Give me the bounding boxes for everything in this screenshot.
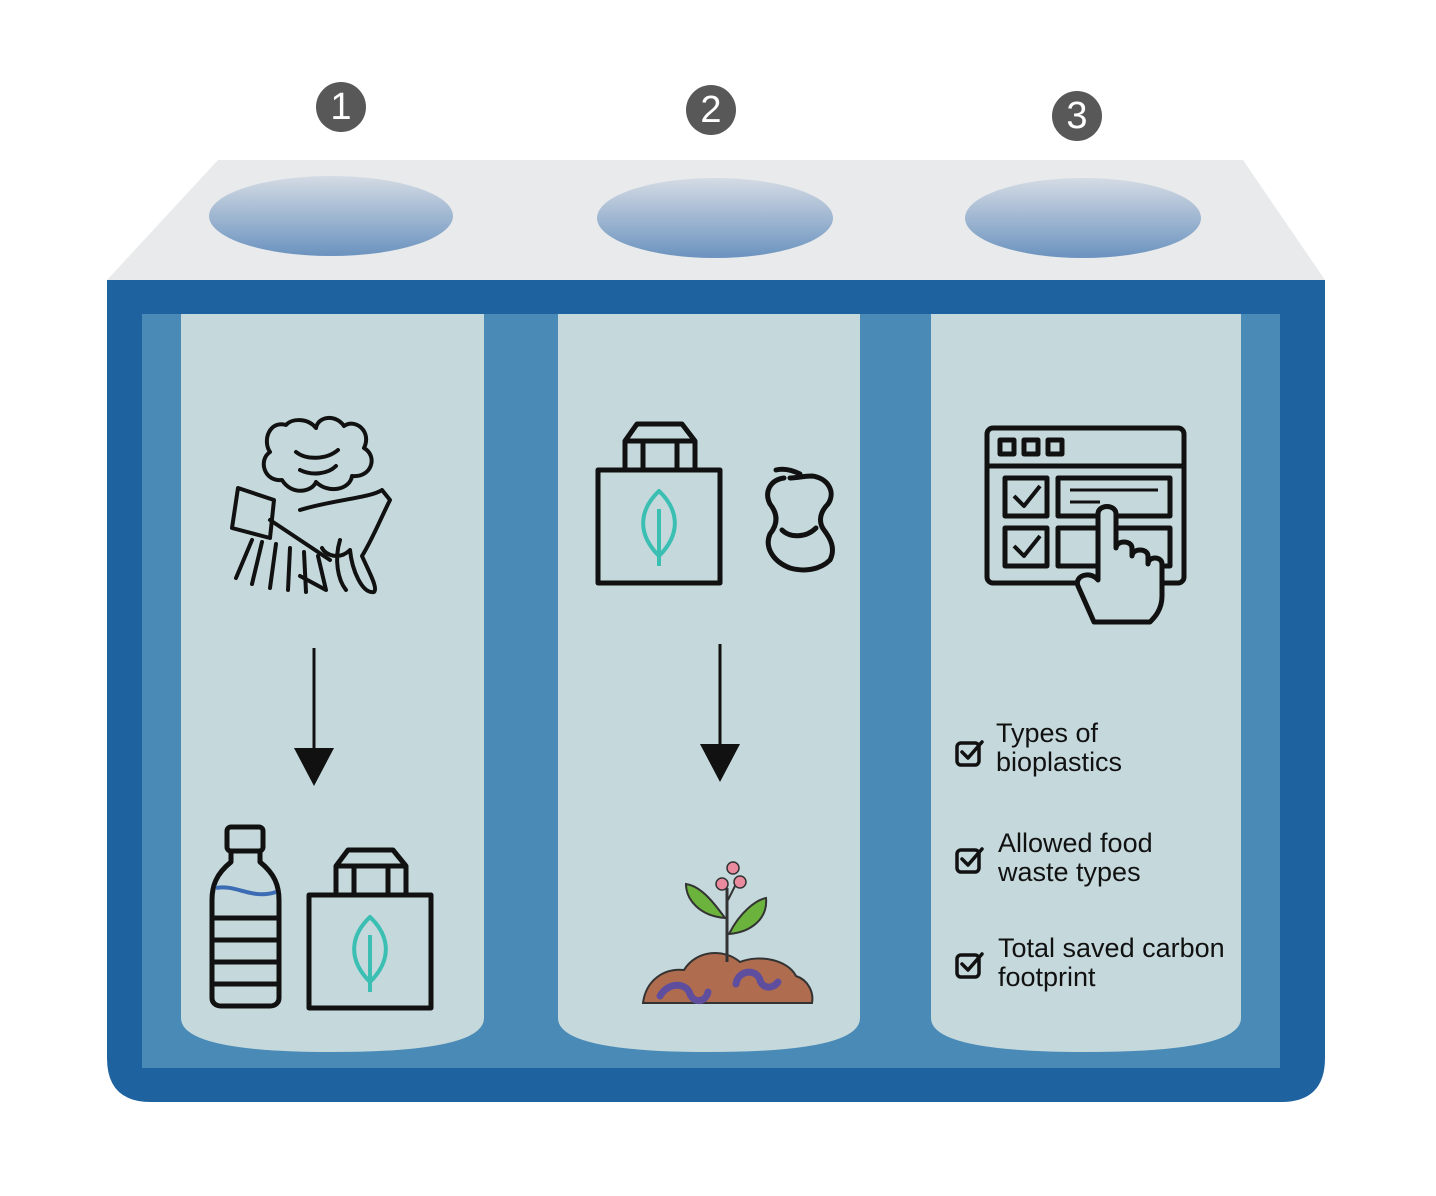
food-waste-icon bbox=[230, 416, 392, 594]
step-badge-1: 1 bbox=[316, 82, 366, 132]
checklist-item-2: Allowed food waste types bbox=[998, 828, 1153, 887]
checklist-item-3: Total saved carbon footprint bbox=[998, 933, 1225, 992]
arrow-down-icon bbox=[294, 648, 334, 786]
web-dashboard-icon bbox=[984, 425, 1187, 625]
bioplastic-bag-icon bbox=[306, 847, 434, 1011]
check-icon bbox=[955, 740, 984, 767]
step-badge-3: 3 bbox=[1052, 91, 1102, 141]
bin-column-3 bbox=[931, 314, 1241, 1052]
bin-hole-2 bbox=[597, 178, 833, 258]
checklist-item-1: Types of bioplastics bbox=[996, 718, 1123, 777]
bin-hole-3 bbox=[965, 178, 1201, 258]
check-icon bbox=[955, 952, 984, 979]
apple-core-icon bbox=[765, 466, 835, 573]
check-icon bbox=[955, 847, 984, 874]
bin-hole-1 bbox=[209, 176, 453, 256]
arrow-down-icon bbox=[700, 644, 740, 782]
step-badge-2: 2 bbox=[686, 85, 736, 135]
bioplastic-bag-icon bbox=[595, 421, 723, 586]
bin-column-2 bbox=[558, 314, 860, 1052]
compost-sprout-icon bbox=[641, 861, 814, 1004]
plastic-bottle-icon bbox=[209, 824, 282, 1009]
